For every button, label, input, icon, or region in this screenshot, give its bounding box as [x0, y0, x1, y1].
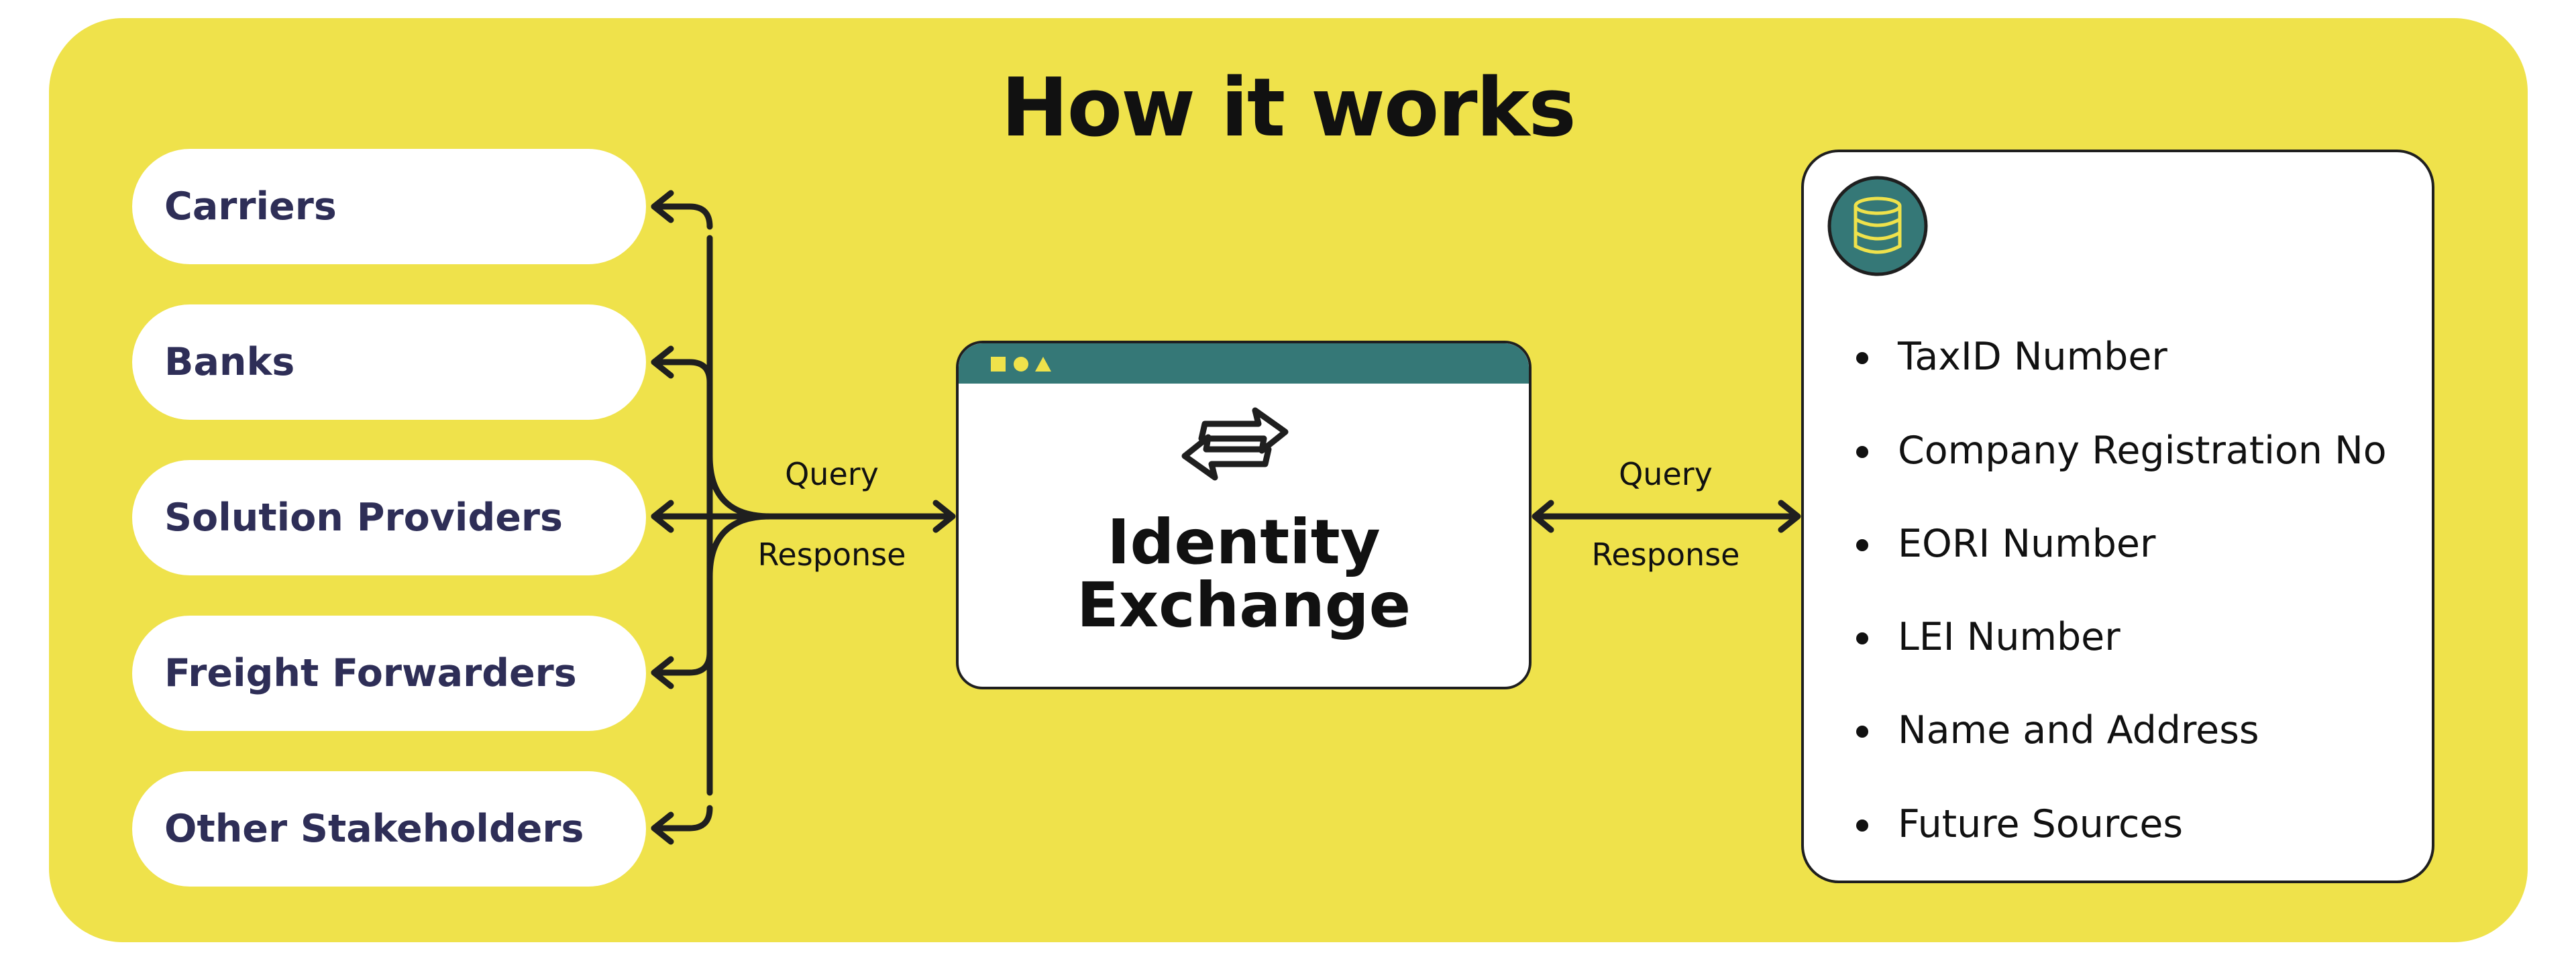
bullet-icon	[1856, 446, 1868, 458]
stakeholder-solution-providers: Solution Providers	[132, 460, 646, 575]
right-query-label: Query	[1619, 456, 1713, 492]
bullet-icon	[1856, 539, 1868, 551]
branch-freight-forwarders	[651, 649, 713, 676]
branch-banks	[651, 359, 713, 386]
stakeholder-freight-forwarders: Freight Forwarders	[132, 616, 646, 731]
source-eori-number: EORI Number	[1898, 522, 2156, 566]
branch-other-stakeholders	[651, 805, 713, 832]
bullet-icon	[1856, 352, 1868, 364]
exchange-title: Identity Exchange	[959, 511, 1529, 637]
left-response-label: Response	[757, 536, 906, 573]
page-title: How it works	[1001, 62, 1576, 155]
arrowhead-banks	[651, 345, 674, 379]
circle-dot-icon	[1014, 357, 1028, 372]
triangle-dot-icon	[1035, 357, 1051, 372]
stakeholder-carriers: Carriers	[132, 149, 646, 264]
right-response-label: Response	[1591, 536, 1740, 573]
arrowhead-other-stakeholders	[651, 811, 674, 845]
source-lei-number: LEI Number	[1898, 615, 2121, 659]
arrowhead-to-sources	[1778, 500, 1801, 533]
left-query-label: Query	[785, 456, 879, 492]
bullet-icon	[1856, 726, 1868, 738]
arrowhead-solution-providers	[651, 500, 674, 533]
window-title-bar	[959, 343, 1529, 384]
branch-carriers	[651, 203, 713, 230]
bullet-icon	[1856, 632, 1868, 644]
source-name-and-address: Name and Address	[1898, 708, 2259, 752]
exchange-title-line2: Exchange	[1076, 569, 1411, 641]
identity-exchange-window: Identity Exchange	[956, 341, 1532, 689]
source-taxid-number: TaxID Number	[1898, 335, 2167, 379]
database-icon	[1827, 176, 1928, 276]
stakeholder-banks: Banks	[132, 304, 646, 420]
arrowhead-to-exchange	[932, 500, 956, 533]
bullet-icon	[1856, 819, 1868, 832]
square-dot-icon	[991, 357, 1006, 372]
data-sources-card: TaxID Number Company Registration No EOR…	[1801, 150, 2434, 883]
exchange-title-line1: Identity	[1107, 506, 1381, 578]
arrowhead-freight-forwarders	[651, 656, 674, 689]
swap-arrows-icon	[1181, 407, 1289, 481]
source-future-sources: Future Sources	[1898, 802, 2184, 846]
source-company-registration-no: Company Registration No	[1898, 429, 2387, 473]
arrowhead-carriers	[651, 190, 674, 223]
stakeholder-other-stakeholders: Other Stakeholders	[132, 771, 646, 887]
arrowhead-to-exchange-right	[1532, 500, 1554, 533]
